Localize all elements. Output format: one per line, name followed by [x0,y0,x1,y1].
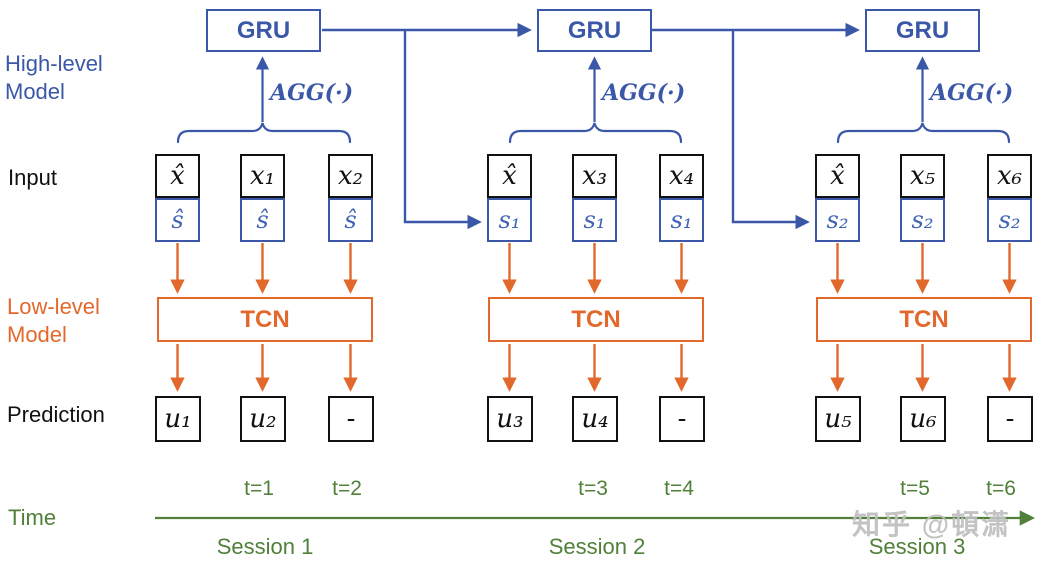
time-tick-t1: t=1 [244,477,274,500]
zhihu-watermark: 知乎 @頓潇 [852,509,1012,540]
input-box: x₁ [240,154,285,198]
gru-box-session1: GRU [206,9,321,52]
input-box: x̂ [155,154,200,198]
session-label-3: Session 3 [868,534,966,559]
input-box: x₆ [987,154,1032,198]
time-tick-t4: t=4 [664,477,694,500]
session-label-2: Session 2 [548,534,646,559]
state-feed-arrow-s2 [731,30,810,230]
input-box: x₂ [328,154,373,198]
state-box: s₂ [987,198,1032,242]
state-box: s₁ [659,198,704,242]
state-box: s₁ [572,198,617,242]
prediction-box: u₆ [900,396,946,442]
gru-box-session2: GRU [537,9,652,52]
agg-arrows [255,56,930,122]
prediction-box: - [987,396,1033,442]
agg-label-session3: AGG(·) [930,80,1014,106]
gru-box-session3: GRU [865,9,980,52]
row-label-input: Input [8,165,57,190]
tcn-box-session3: TCN [816,297,1032,342]
row-label-high-level-line1: High-level [5,51,103,76]
prediction-box: u₂ [240,396,286,442]
agg-label-session2: AGG(·) [602,80,686,106]
time-tick-t3: t=3 [578,477,608,500]
tcn-box-session2: TCN [488,297,704,342]
gru-recurrent-arrows [322,22,860,230]
row-label-low-level-line2: Model [7,322,67,347]
time-tick-t6: t=6 [986,477,1016,500]
time-tick-t5: t=5 [900,477,930,500]
input-box: x₅ [900,154,945,198]
prediction-box: u₁ [155,396,201,442]
row-label-low-level: Low-level Model [7,293,100,349]
state-box: s₁ [487,198,532,242]
prediction-box: u₄ [572,396,618,442]
session-label-1: Session 1 [216,534,314,559]
state-feed-arrow-s1 [403,30,482,230]
input-box: x₄ [659,154,704,198]
input-box: x̂ [815,154,860,198]
aggregation-braces [176,122,1011,144]
time-tick-t2: t=2 [332,477,362,500]
row-label-low-level-line1: Low-level [7,294,100,319]
state-box: ŝ [240,198,285,242]
state-box: ŝ [328,198,373,242]
prediction-box: u₅ [815,396,861,442]
prediction-box: - [328,396,374,442]
row-label-prediction: Prediction [7,402,105,427]
prediction-box: u₃ [487,396,533,442]
state-box: ŝ [155,198,200,242]
row-label-high-level-line2: Model [5,79,65,104]
row-label-high-level: High-level Model [5,50,103,106]
state-box: s₂ [900,198,945,242]
input-box: x₃ [572,154,617,198]
row-label-time: Time [8,505,57,530]
prediction-box: - [659,396,705,442]
tcn-to-prediction-arrows [170,344,1017,392]
input-to-tcn-arrows [170,243,1017,294]
agg-label-session1: AGG(·) [270,80,354,106]
input-box: x̂ [487,154,532,198]
state-box: s₂ [815,198,860,242]
tcn-box-session1: TCN [157,297,373,342]
